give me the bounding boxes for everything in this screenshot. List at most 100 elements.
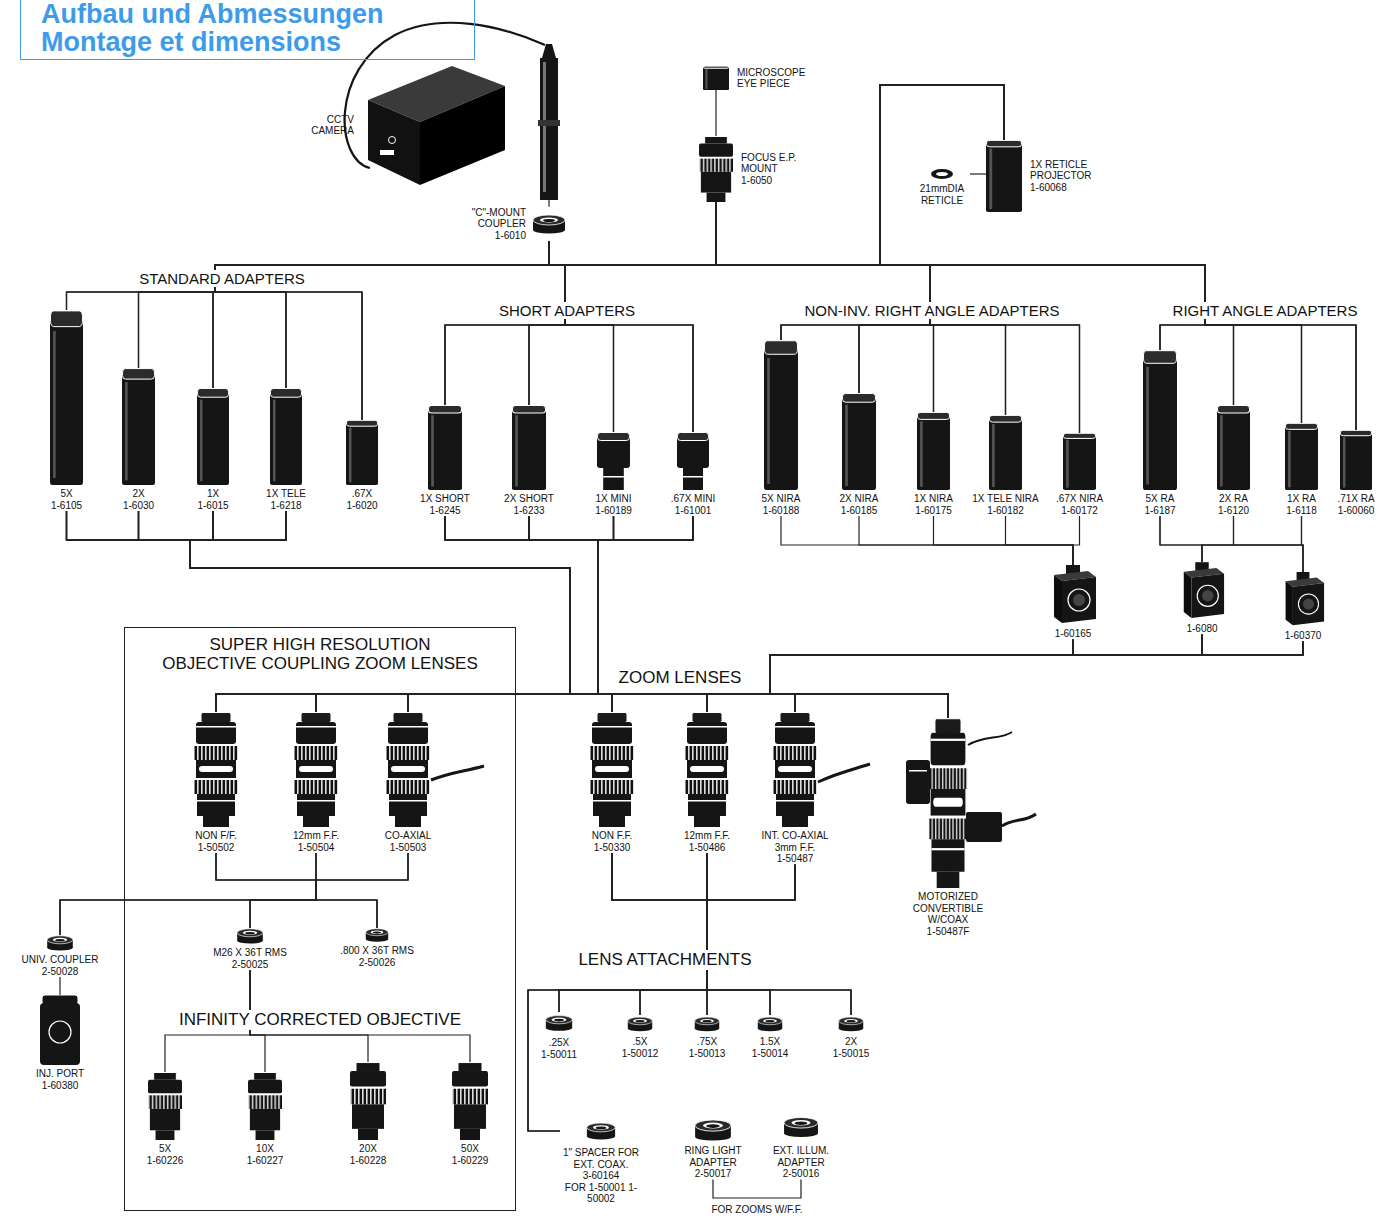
connector-line <box>250 853 408 928</box>
connector-line <box>408 635 1202 713</box>
label-block: 1X RETICLE PROJECTOR1-60068 <box>1030 159 1110 194</box>
label-block: 50X1-60229 <box>440 1143 500 1166</box>
connector-line <box>716 202 1205 350</box>
part-number: 1-50486 <box>672 842 742 854</box>
component: 12mm F.F.1-50486 <box>672 712 742 853</box>
part-number: 1-50487F <box>906 926 990 938</box>
part-number: 1-50487 <box>755 853 835 865</box>
part-name: CO-AXIAL <box>373 830 443 842</box>
part-number: 2-50016 <box>766 1168 836 1180</box>
connector-line <box>598 516 795 712</box>
connector-line <box>216 516 614 712</box>
component: .67X MINI1-61001 <box>657 432 729 516</box>
part-name: M26 X 36T RMS <box>205 947 295 959</box>
component: EXT. ILLUM. ADAPTER2-50016 <box>766 1112 836 1180</box>
connector-line <box>316 516 598 712</box>
connector-line <box>1073 516 1080 565</box>
label-block: 1X1-6015 <box>177 488 249 511</box>
label-block: 12mm F.F.1-50504 <box>281 830 351 853</box>
connector-line <box>528 853 707 1131</box>
part-number: 2-50017 <box>678 1168 748 1180</box>
note-label: FOR ZOOMS W/F.F. <box>707 1204 806 1216</box>
page-title: Aufbau und Abmessungen Montage et dimens… <box>41 0 431 56</box>
connector-line <box>316 516 598 712</box>
part-name: "C"-MOUNT COUPLER <box>464 207 526 230</box>
connector-line <box>770 640 1073 713</box>
component: M26 X 36T RMS2-50025 <box>205 928 295 970</box>
part-name: 2X <box>103 488 175 500</box>
part-number: 1-50014 <box>740 1048 800 1060</box>
section-heading: STANDARD ADAPTERS <box>135 270 309 287</box>
section-heading: INFINITY CORRECTED OBJECTIVE <box>175 1010 465 1030</box>
part-number: 1-50012 <box>610 1048 670 1060</box>
connector-line <box>1160 516 1303 572</box>
component: 50X1-60229 <box>440 1062 500 1166</box>
connector-line <box>216 853 316 928</box>
label-block: 1X TELE NIRA1-60182 <box>970 493 1042 516</box>
connector-line <box>859 85 1004 393</box>
label-block: 5X NIRA1-60188 <box>745 493 817 516</box>
label-block: 1X MINI1-60189 <box>578 493 650 516</box>
part-number: 1-6010 <box>464 230 526 242</box>
component: 20X1-60228 <box>338 1062 398 1166</box>
part-number: 1-60189 <box>578 505 650 517</box>
connector-line <box>598 516 948 718</box>
label-block: 1-60370 <box>1273 630 1333 642</box>
part-number: 1-60380 <box>25 1080 95 1092</box>
label-block: .5X1-50012 <box>610 1036 670 1059</box>
label-block: NON F.F.1-50330 <box>577 830 647 853</box>
part-number: 1-50015 <box>821 1048 881 1060</box>
connector-line <box>445 516 795 712</box>
connector-line <box>612 853 707 1015</box>
connector-line <box>67 511 571 712</box>
label-block: 1X NIRA1-60175 <box>898 493 970 516</box>
label-block: EXT. ILLUM. ADAPTER2-50016 <box>766 1145 836 1180</box>
label-block: .67X MINI1-61001 <box>657 493 729 516</box>
component: 2X NIRA1-60185 <box>823 393 895 516</box>
component: .25X1-50011 <box>529 1012 589 1060</box>
part-number: 1-60227 <box>235 1155 295 1167</box>
label-block: 1-6080 <box>1172 623 1232 635</box>
connector-line <box>213 85 1004 388</box>
connector-line <box>880 85 1004 412</box>
connector-line <box>716 202 1080 433</box>
connector-line <box>640 853 707 1015</box>
part-number: 1-6030 <box>103 500 175 512</box>
part-number: 1-60226 <box>135 1155 195 1167</box>
part-number: 2-50028 <box>18 966 102 978</box>
part-name: MICROSCOPE EYE PIECE <box>737 67 822 90</box>
part-name: 5X <box>31 488 103 500</box>
connector-line <box>549 241 693 432</box>
part-name: 21mmDIA RETICLE <box>914 183 970 206</box>
connector-line <box>139 511 571 712</box>
component: 2X1-50015 <box>821 1015 881 1059</box>
connector-line <box>408 516 598 712</box>
connector-line <box>67 511 708 712</box>
label-block: MOTORIZED CONVERTIBLE W/COAX1-50487F <box>906 891 990 937</box>
part-name: 1X NIRA <box>898 493 970 505</box>
connector-line <box>67 511 571 712</box>
part-number: 2-50025 <box>205 959 295 971</box>
label-block: M26 X 36T RMS2-50025 <box>205 947 295 970</box>
part-name: .25X <box>529 1037 589 1049</box>
part-number: 1-50013 <box>677 1048 737 1060</box>
component: 1X TELE NIRA1-60182 <box>970 415 1042 516</box>
part-number: 1-50011 <box>529 1049 589 1061</box>
component: 5X1-60226 <box>135 1072 195 1166</box>
connector-line <box>707 640 1073 713</box>
connector-line <box>707 642 1303 713</box>
connector-line <box>716 202 1234 405</box>
label-block: 2X NIRA1-60185 <box>823 493 895 516</box>
component: NON F.F.1-50330 <box>577 712 647 853</box>
connector-line <box>67 511 796 712</box>
connector-line <box>528 865 795 1132</box>
part-name: EXT. ILLUM. ADAPTER <box>766 1145 836 1168</box>
connector-line <box>716 202 930 340</box>
connector-line <box>549 241 1302 423</box>
part-name: 12mm F.F. <box>281 830 351 842</box>
label-block: 12mm F.F.1-50486 <box>672 830 742 853</box>
connector-line <box>559 853 707 1012</box>
label-block: MICROSCOPE EYE PIECE <box>737 67 822 90</box>
connector-line <box>190 511 612 712</box>
